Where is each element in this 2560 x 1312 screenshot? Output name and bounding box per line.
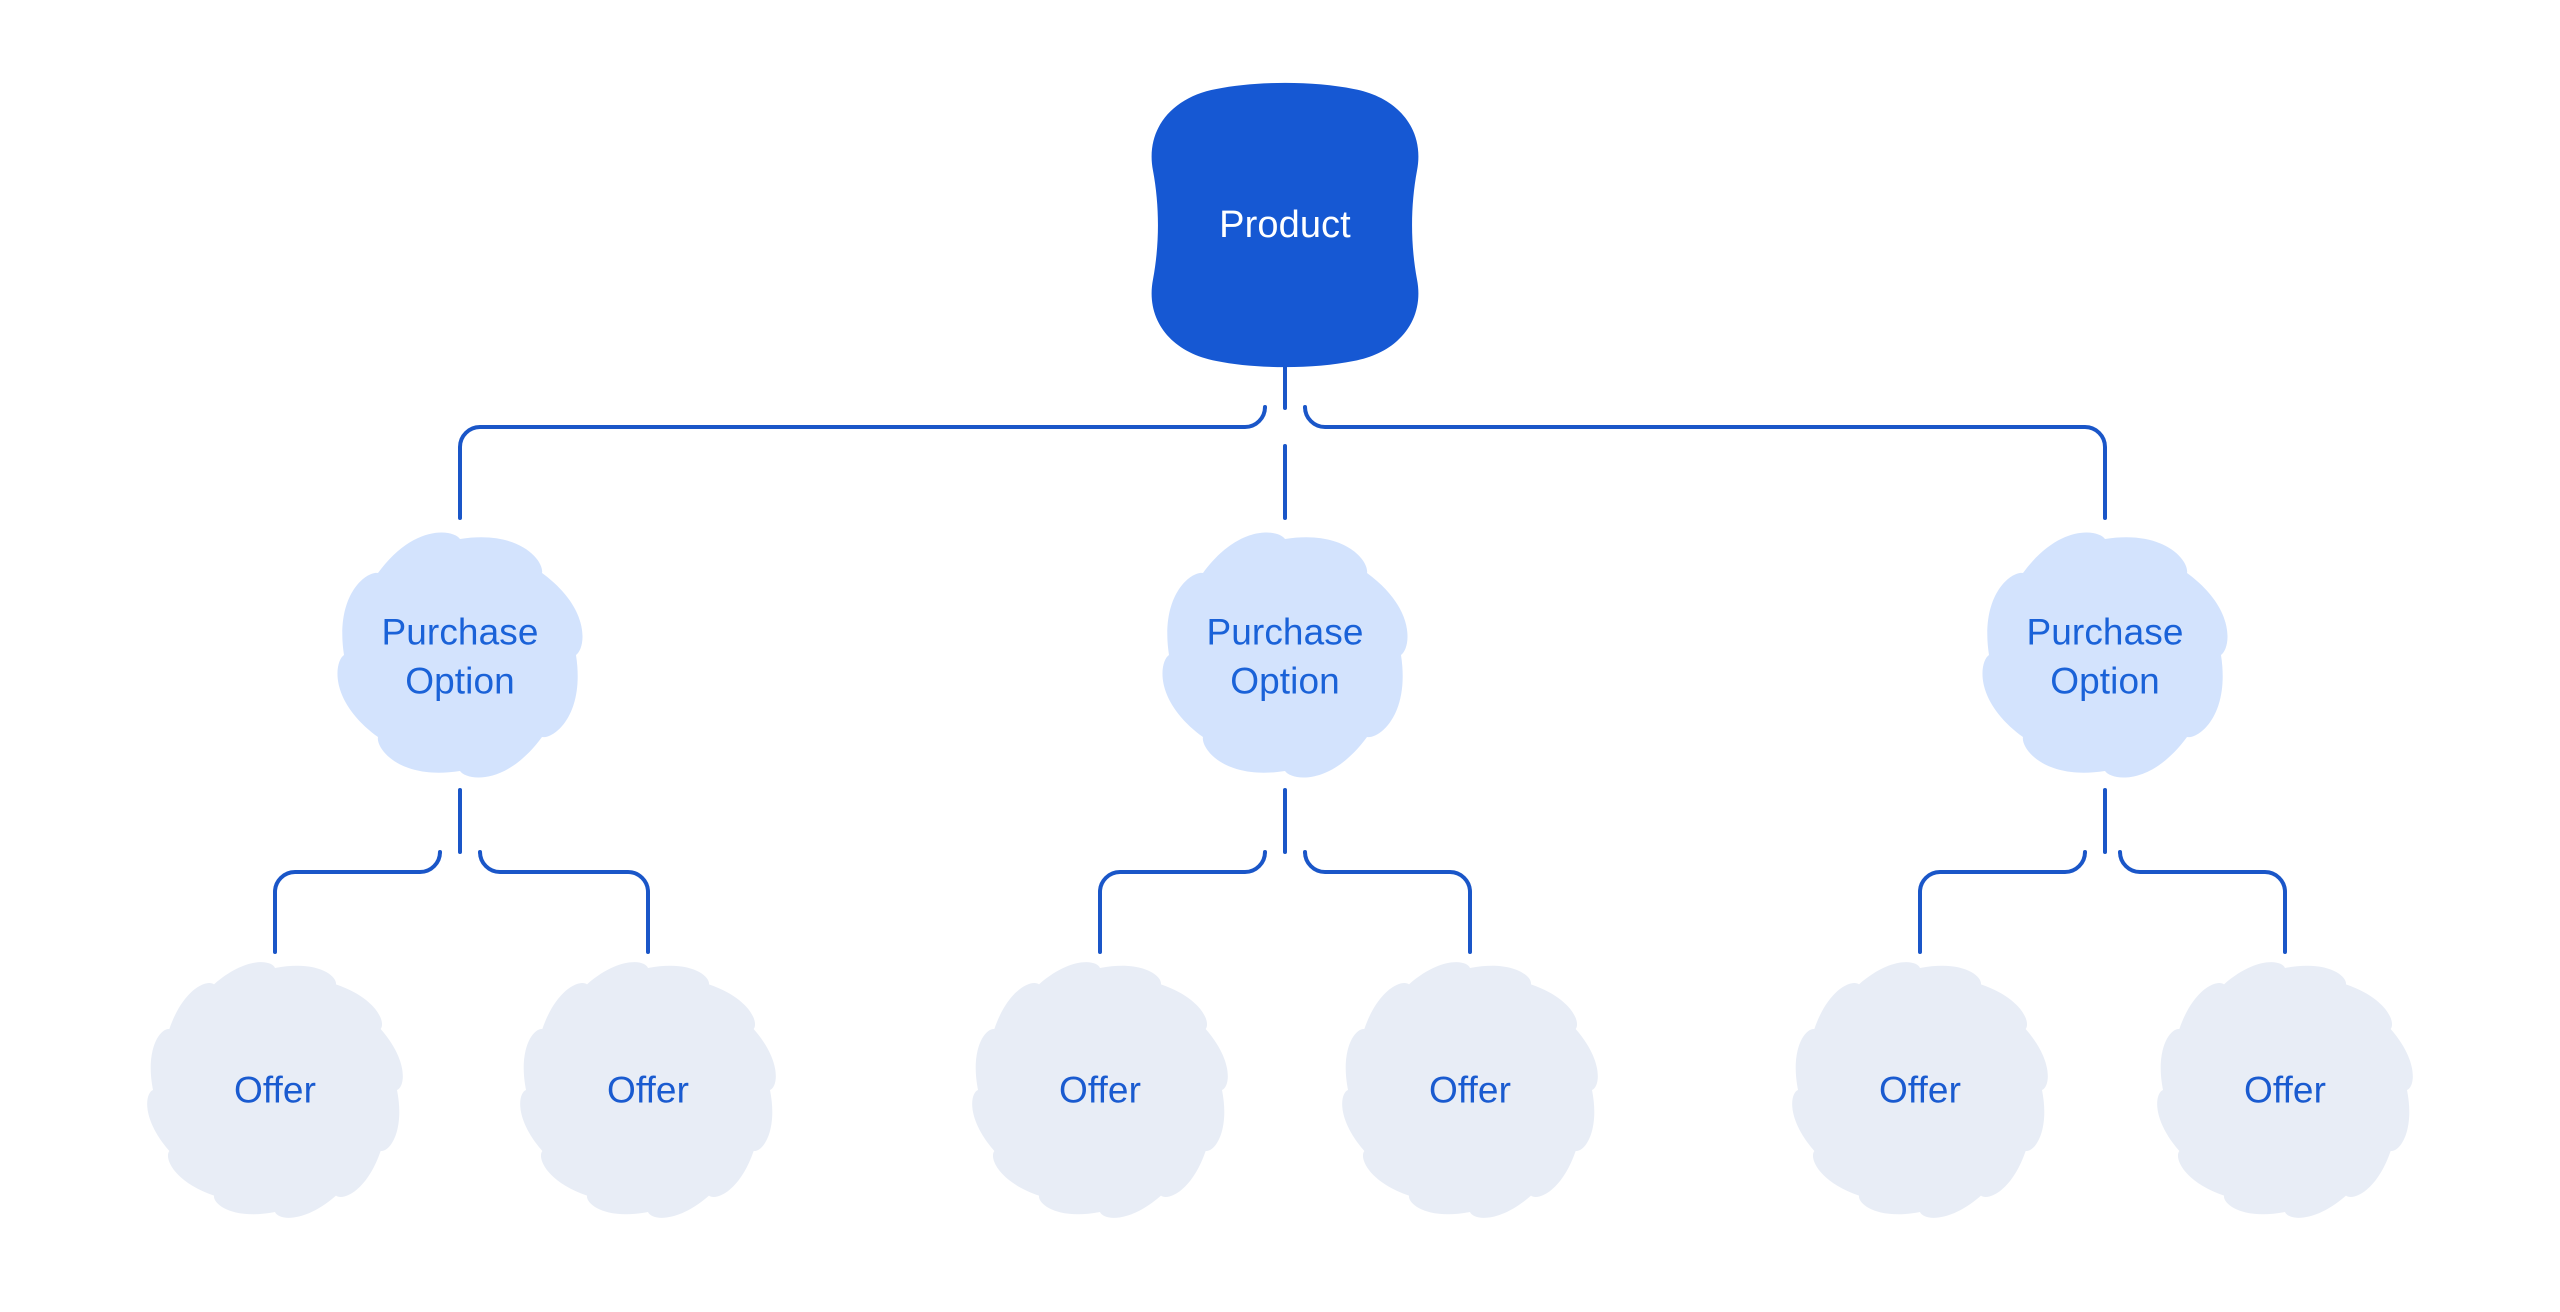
node-purchase-option-2[interactable]: Purchase Option: [1162, 532, 1408, 778]
node-product[interactable]: Product: [1151, 82, 1419, 368]
connector-main-bus-left: [458, 405, 1267, 520]
node-offer-5[interactable]: Offer: [1792, 962, 2048, 1218]
connector-group2-bus-left: [1098, 850, 1267, 954]
connector-group3-bus-left: [1918, 850, 2087, 954]
connector-group2-bus-right: [1303, 850, 1472, 954]
connector-group3-bus-right: [2118, 850, 2287, 954]
connector-main-bus-right: [1303, 405, 2107, 520]
node-offer-6[interactable]: Offer: [2157, 962, 2413, 1218]
node-offer-1[interactable]: Offer: [147, 962, 403, 1218]
level2-node-group: Purchase Option Purchase Option Purchase…: [337, 532, 2228, 778]
connector-group1-bus-left: [273, 850, 442, 954]
offer-1-shape: [147, 962, 403, 1218]
connector-lines: [273, 346, 2287, 954]
purchase-option-2-shape: [1162, 532, 1408, 778]
offer-5-shape: [1792, 962, 2048, 1218]
connector-group1-bus-right: [478, 850, 650, 954]
purchase-option-1-shape: [337, 532, 583, 778]
offer-3-shape: [972, 962, 1228, 1218]
offer-4-shape: [1342, 962, 1598, 1218]
product-node-shape: [1151, 82, 1419, 368]
node-offer-4[interactable]: Offer: [1342, 962, 1598, 1218]
node-purchase-option-1[interactable]: Purchase Option: [337, 532, 583, 778]
level3-node-group: Offer Offer Offer Offer Offer Offer: [147, 962, 2413, 1218]
node-offer-2[interactable]: Offer: [520, 962, 776, 1218]
node-purchase-option-3[interactable]: Purchase Option: [1982, 532, 2228, 778]
offer-6-shape: [2157, 962, 2413, 1218]
node-offer-3[interactable]: Offer: [972, 962, 1228, 1218]
purchase-option-3-shape: [1982, 532, 2228, 778]
offer-2-shape: [520, 962, 776, 1218]
